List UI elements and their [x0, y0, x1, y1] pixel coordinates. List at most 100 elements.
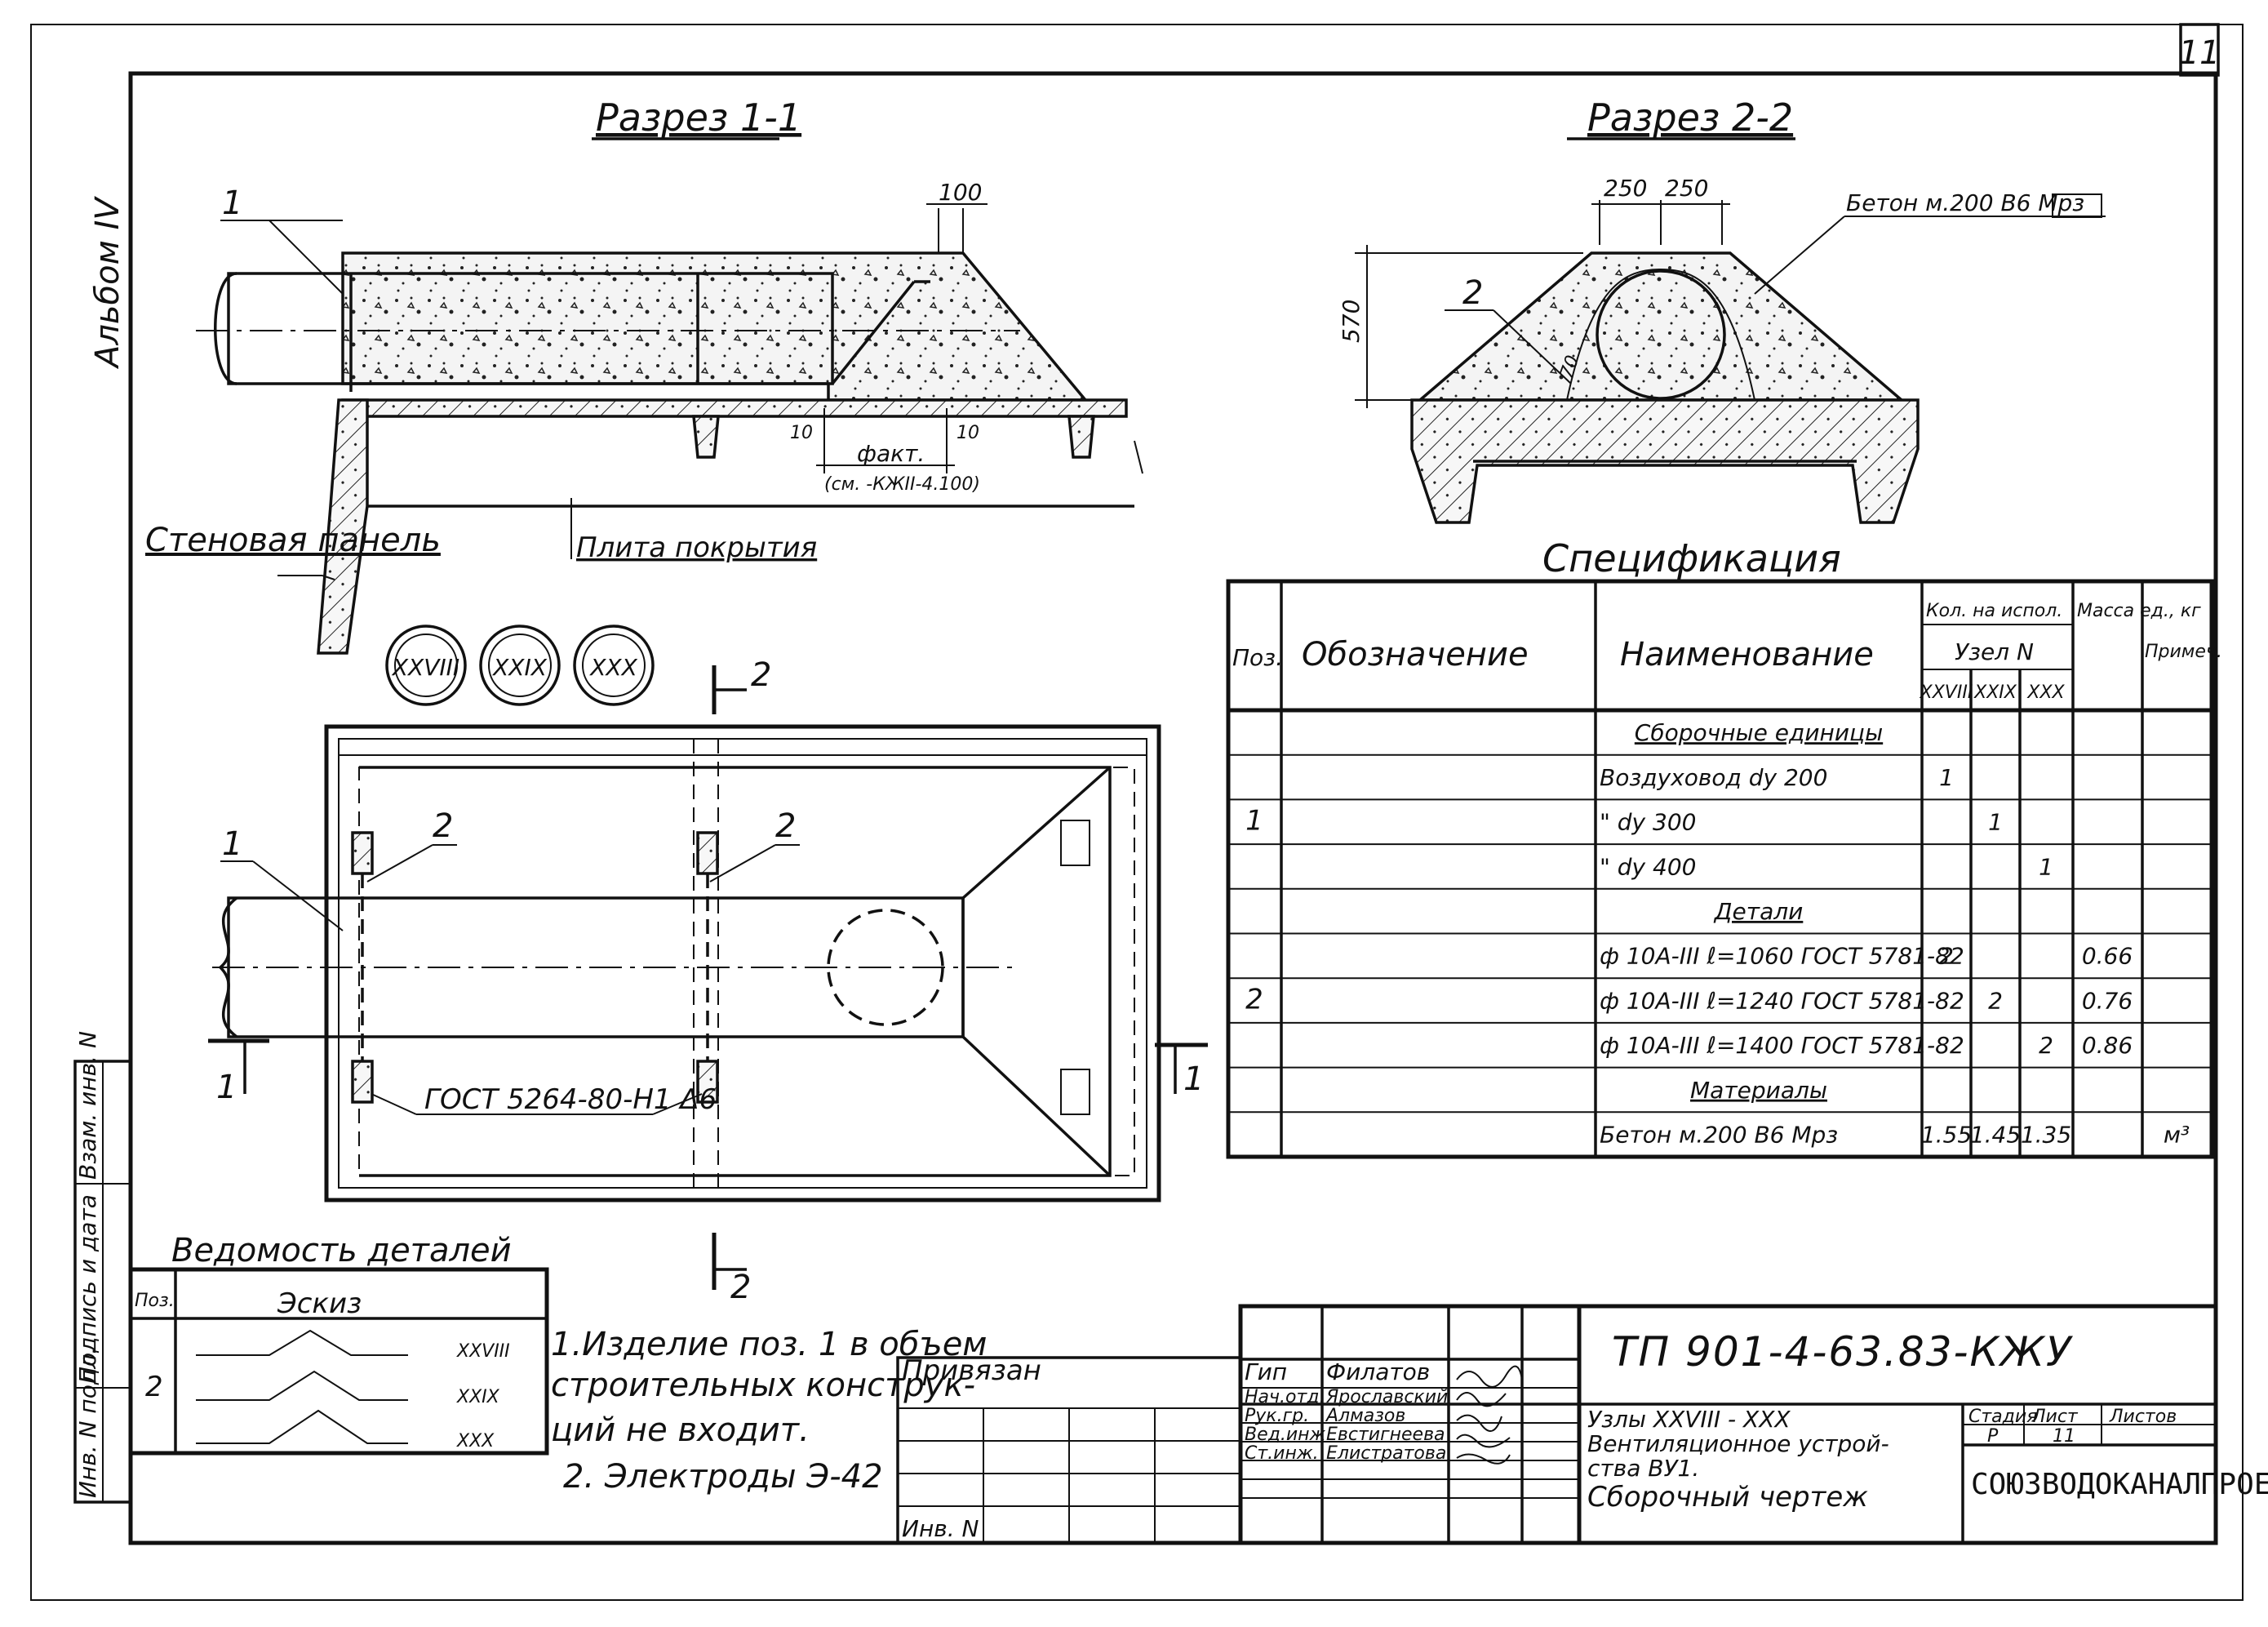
details-title: Ведомость деталей	[171, 1232, 512, 1269]
details-row-xxix: XXIX	[456, 1387, 500, 1407]
desc-line-1: Узлы XXVIII - XXX	[1587, 1406, 1791, 1433]
role-head-dept: Нач.отд.	[1245, 1387, 1325, 1407]
role-group-lead: Рук.гр.	[1245, 1406, 1309, 1426]
role-lead-eng: Вед.инж.	[1245, 1425, 1331, 1445]
spec-cell-name: Бетон м.200 В6 Мрз	[1600, 1121, 1838, 1148]
spec-cell-mass: 0.76	[2082, 987, 2133, 1014]
spec-cell-name: " dу 400	[1600, 853, 1696, 880]
spec-cell-qty-xxviii: 1	[1939, 764, 1954, 791]
callout-1-plan: 1	[222, 825, 242, 863]
name-gip: Филатов	[1326, 1358, 1430, 1385]
details-row-xxx: XXX	[456, 1431, 495, 1451]
section-1-1: Разрез 1-1 100 10 10 факт. (см. -КЖII-4.…	[145, 96, 1143, 655]
name-senior-eng: Елистратова	[1326, 1443, 1446, 1464]
cut-2-top: 2	[751, 656, 771, 694]
details-col-sketch: Эскиз	[277, 1287, 362, 1320]
section-2-2-title: Разрез 2-2	[1587, 96, 1793, 140]
dim-100: 100	[939, 179, 982, 206]
spec-head-mass: Масса ед., кг	[2077, 601, 2201, 621]
title-block: Привязан Инв. N Гип Филатов Нач.отд. Яро…	[896, 1304, 2268, 1545]
node-marks: XXVIII XXIX XXX	[385, 625, 655, 706]
spec-head-code-group: Кол. на испол.	[1926, 601, 2062, 621]
note-line-2: строительных конструк-	[551, 1367, 975, 1404]
spec-cell-name: Сборочные единицы	[1635, 719, 1883, 746]
sheet-corner-box	[2179, 23, 2220, 77]
sheet-corner-number: 11	[2179, 34, 2221, 72]
wall-panel-label: Стеновая панель	[145, 522, 441, 559]
signature	[1456, 1434, 1511, 1448]
sheet-label: Лист	[2031, 1407, 2079, 1427]
roof-slab-label: Плита покрытия	[576, 531, 817, 564]
wall-panel	[317, 398, 369, 655]
spec-cell-mass: 0.66	[2082, 943, 2133, 970]
desc-line-3: ства ВУ1.	[1587, 1455, 1699, 1482]
details-row-xxviii: XXVIII	[456, 1341, 510, 1362]
side-stamp-replace: Взам. инв. N	[74, 1031, 101, 1180]
desc-line-4: Сборочный чертеж	[1587, 1481, 1868, 1514]
spec-cell-name: ф 10А-III ℓ=1400 ГОСТ 5781-82	[1600, 1032, 1964, 1059]
spec-head-variant-3: XXX	[2026, 682, 2065, 703]
outer-trim	[30, 24, 2244, 1601]
node-mark-xxix: XXIX	[491, 654, 548, 681]
spec-cell-pos: 2	[1245, 983, 1263, 1016]
sheets-label: Листов	[2109, 1407, 2177, 1427]
concrete-prism	[1416, 251, 1906, 402]
signature	[1456, 1414, 1502, 1432]
spec-head-designation: Обозначение	[1302, 636, 1529, 673]
sheet-value: 11	[2053, 1426, 2075, 1447]
plan-view: 1 2 2 ГОСТ 5264-80-Н1 Δ6 2 2 1 1	[208, 656, 1208, 1306]
dim-250-right: 250	[1665, 175, 1708, 202]
spec-cell-name: Воздуховод dу 200	[1600, 764, 1827, 791]
spec-cell-name: ф 10А-III ℓ=1060 ГОСТ 5781-82	[1600, 943, 1964, 970]
album-label: Альбом IV	[89, 196, 126, 370]
spec-head-variant-1: XXVIII	[1920, 682, 1973, 703]
spec-cell-qty-xxviii: 2	[1939, 943, 1954, 970]
spec-head-node: Узел N	[1955, 638, 2034, 665]
spec-cell-qty-xxx: 1	[2039, 853, 2053, 880]
note-line-4: 2. Электроды Э-42	[563, 1458, 883, 1496]
inv-label: Инв. N	[902, 1515, 979, 1542]
dim-10-left: 10	[790, 423, 813, 443]
air-duct-1-1	[227, 272, 834, 385]
stage-label: Стадия	[1968, 1407, 2037, 1427]
concrete-block-1-1	[341, 251, 1089, 402]
fact-label: факт.	[857, 440, 925, 467]
note-line-3: ций не входит.	[551, 1411, 810, 1449]
cut-1-left: 1	[216, 1069, 237, 1106]
spec-cell-name: " dу 300	[1600, 809, 1696, 836]
spec-cell-pos: 1	[1245, 805, 1263, 838]
stage-value: Р	[1987, 1426, 1999, 1447]
cut-1-right: 1	[1183, 1060, 1204, 1098]
spec-cell-name: Материалы	[1690, 1077, 1827, 1104]
dim-10-right: 10	[956, 423, 979, 443]
name-lead-eng: Евстигнеева	[1326, 1425, 1445, 1445]
spec-cell-note: м³	[2164, 1121, 2190, 1148]
node-mark-xxx: XXX	[588, 654, 637, 681]
spec-cell-name: ф 10А-III ℓ=1240 ГОСТ 5781-82	[1600, 987, 1964, 1014]
callout-2-section: 2	[1462, 274, 1483, 312]
node-mark-xxviii: XXVIII	[391, 654, 459, 681]
spec-table: Спецификация Поз. Обозначение Наименован…	[1226, 536, 2222, 1159]
dim-570: 570	[1338, 300, 1365, 343]
spec-cell-qty-xxx: 1.35	[2021, 1121, 2071, 1148]
gost-weld-label: ГОСТ 5264-80-Н1 Δ6	[424, 1083, 717, 1116]
spec-head-name: Наименование	[1620, 636, 1874, 673]
spec-title: Спецификация	[1542, 536, 1841, 580]
section-1-1-title: Разрез 1-1	[596, 96, 801, 140]
details-col-pos: Поз.	[135, 1291, 175, 1311]
fact-ref: (см. -КЖII-4.100)	[824, 474, 980, 495]
name-head-dept: Ярославский	[1325, 1387, 1448, 1407]
signature	[1456, 1365, 1523, 1388]
bound-label: Привязан	[902, 1354, 1041, 1387]
spec-head-note: Примеч.	[2145, 642, 2222, 662]
organization: СОЮЗВОДОКАНАЛПРОЕКТ	[1971, 1468, 2268, 1501]
role-senior-eng: Ст.инж.	[1245, 1443, 1319, 1464]
role-gip: Гип	[1245, 1358, 1287, 1385]
signature	[1456, 1453, 1511, 1465]
desc-line-2: Вентиляционное устрой-	[1587, 1430, 1889, 1457]
duct-circle	[1596, 269, 1726, 400]
concrete-label-2-2: Бетон м.200 В6 Мрз	[1846, 189, 2084, 216]
